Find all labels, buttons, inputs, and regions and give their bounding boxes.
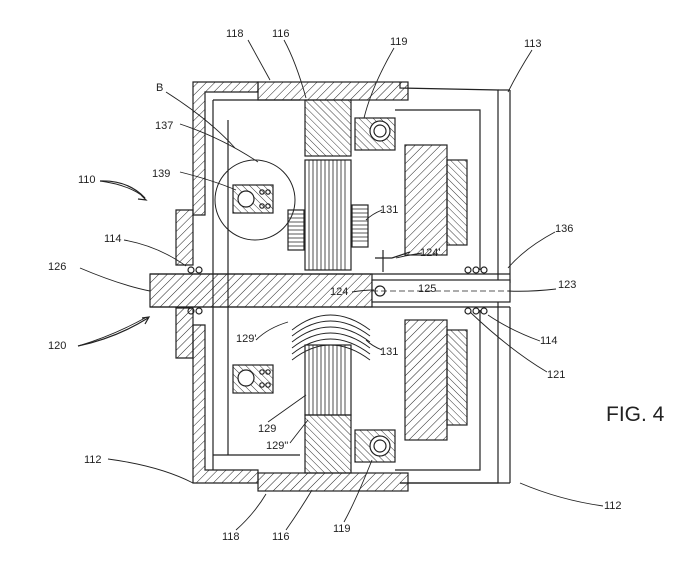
label-114-right: 114 [540,335,558,347]
label-124-prime: 124' [420,247,440,259]
valve-124-prime [375,250,410,272]
label-126: 126 [48,261,66,273]
flange-118-top [258,82,408,100]
label-110: 110 [78,174,96,186]
rotor-side-lower [447,330,467,425]
left-end-cap-upper [176,210,193,265]
figure-title: FIG. 4 [606,403,665,426]
arrow-110 [100,181,145,198]
label-123: 123 [558,279,576,291]
label-125: 125 [418,283,436,295]
flange-118-bottom [258,473,408,491]
label-118-top: 118 [226,28,244,40]
label-129-prime: 129' [236,333,256,345]
label-118-bottom: 118 [222,531,240,543]
bearing-139-upper [233,185,273,213]
coil-spring-131-upper [288,205,368,250]
ring-116-bottom [305,415,351,473]
label-129: 129 [258,423,276,435]
label-131-lower: 131 [380,346,398,358]
label-137: 137 [155,120,173,132]
label-119-bottom: 119 [333,523,351,535]
label-121: 121 [547,369,565,381]
label-136: 136 [555,223,573,235]
piston-119-top [355,118,395,150]
label-b: B [156,82,163,94]
rotor-block-upper [405,145,447,255]
label-139: 139 [152,168,170,180]
plate-stack-upper [305,160,351,270]
label-119-top: 119 [390,36,408,48]
rotor-side-upper [447,160,467,245]
mechanism-drawing [78,40,603,530]
label-112-left: 112 [84,454,102,466]
rotor-block-lower [405,320,447,440]
label-129-double-prime: 129" [266,440,288,452]
label-116-bottom: 116 [272,531,290,543]
label-131-upper: 131 [380,204,398,216]
label-113: 113 [524,38,542,50]
label-120: 120 [48,340,66,352]
label-116-top: 116 [272,28,290,40]
left-end-cap-lower [176,308,193,358]
plate-stack-lower [305,345,351,415]
bearing-139-lower [233,365,273,393]
piston-119-bottom [355,430,395,462]
ring-116-top [305,100,351,156]
housing-left-lower-shell [193,325,258,483]
coil-spring-131-lower [292,315,370,360]
label-124: 124 [330,286,348,298]
label-112-right: 112 [604,500,622,512]
label-114-left: 114 [104,233,122,245]
